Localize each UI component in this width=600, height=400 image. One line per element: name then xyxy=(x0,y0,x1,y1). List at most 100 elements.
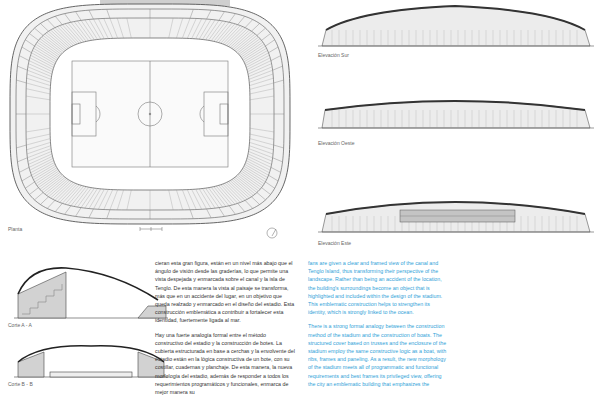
drawing-caption: Corte A - A xyxy=(8,322,32,328)
seat-row xyxy=(239,174,260,190)
seat-row xyxy=(38,40,60,55)
drawing-caption: Planta xyxy=(8,226,22,232)
roof-rib xyxy=(274,80,284,83)
seat-row xyxy=(85,189,98,209)
seat-row xyxy=(250,128,274,132)
section-b xyxy=(14,346,168,377)
roof-rib xyxy=(219,12,225,21)
roof-rib xyxy=(190,210,193,219)
facade-rib xyxy=(346,110,347,128)
facade-rib xyxy=(374,30,375,46)
plan-ring xyxy=(50,38,250,190)
seat-row xyxy=(71,187,86,206)
drawing-caption: Elevación Sur xyxy=(318,52,349,58)
roof-rib xyxy=(269,47,279,53)
roof-rib xyxy=(262,33,271,40)
facade-rib xyxy=(360,110,361,128)
seat-row xyxy=(169,18,173,38)
seat-row xyxy=(30,158,53,170)
facade-rib xyxy=(388,216,389,232)
roof-rib xyxy=(47,200,55,208)
facade-rib xyxy=(535,110,536,128)
roof-rib xyxy=(17,66,27,70)
roof-rib xyxy=(265,40,274,46)
facade-rib xyxy=(395,30,396,46)
facade-rib xyxy=(465,110,466,128)
roof-rib xyxy=(274,145,284,148)
body-text-spanish: Hay una fuerte analogía formal entre el … xyxy=(155,331,295,397)
facade-rib xyxy=(556,110,557,128)
roof-rib xyxy=(257,193,266,200)
drawing-caption: Elevación Este xyxy=(318,240,351,246)
seat-row xyxy=(176,190,182,210)
roof-rib xyxy=(150,210,151,219)
facade-rib xyxy=(486,30,487,46)
facade-rib xyxy=(444,30,445,46)
seat-row xyxy=(176,18,182,38)
seat-row xyxy=(169,190,173,210)
facade-rib xyxy=(577,30,578,46)
seat-row xyxy=(235,177,255,194)
seat-row xyxy=(187,18,196,38)
facade-rib xyxy=(542,30,543,46)
roof-rib xyxy=(29,188,38,195)
plan-ring xyxy=(16,9,284,219)
facade-rib xyxy=(486,110,487,128)
roof-rib xyxy=(76,12,82,21)
facade-rib xyxy=(535,30,536,46)
facade-rib xyxy=(472,30,473,46)
facade-rib xyxy=(521,30,522,46)
seat-row xyxy=(250,142,274,149)
seat-row xyxy=(98,19,108,39)
seat-row xyxy=(74,187,89,206)
facade-rib xyxy=(430,30,431,46)
roof-rib xyxy=(257,28,266,35)
seat-row xyxy=(250,114,274,115)
seat-row xyxy=(203,20,216,40)
roof-rib xyxy=(273,66,283,70)
facade-rib xyxy=(528,30,529,46)
seat-row xyxy=(41,37,62,53)
roof-rib xyxy=(262,188,271,195)
seat-row xyxy=(45,34,65,51)
roof-rib xyxy=(229,206,235,215)
seat-row xyxy=(196,189,207,209)
facade-rib xyxy=(395,216,396,232)
seat-row xyxy=(31,53,54,66)
roof-rib xyxy=(19,56,29,61)
seat-row xyxy=(31,162,54,175)
roof-rib xyxy=(17,158,27,162)
seat-row xyxy=(249,146,273,154)
facade-rib xyxy=(409,110,410,128)
seat-row xyxy=(244,48,267,62)
seat-row xyxy=(93,19,104,39)
facade-rib xyxy=(346,30,347,46)
seat-row xyxy=(240,172,262,187)
seat-row xyxy=(45,177,65,194)
facade-rib xyxy=(500,110,501,128)
seat-row xyxy=(27,78,51,85)
section-a xyxy=(14,268,168,318)
drawing-caption: Elevación Oeste xyxy=(318,140,354,146)
roof-rib xyxy=(16,114,26,115)
facade-rib xyxy=(423,110,424,128)
seat-row xyxy=(104,18,113,38)
facade-rib xyxy=(367,110,368,128)
seat-row xyxy=(26,96,50,100)
roof-rib xyxy=(207,209,212,218)
roof-rib xyxy=(238,16,245,24)
seat-row xyxy=(150,190,151,210)
seat-row xyxy=(219,185,235,204)
seat-row xyxy=(77,188,91,207)
facade-rib xyxy=(458,110,459,128)
facade-rib xyxy=(556,216,557,232)
roof-rib xyxy=(89,10,94,19)
facade-rib xyxy=(423,30,424,46)
seat-row xyxy=(214,187,229,206)
seat-row xyxy=(47,178,67,195)
facade-rib xyxy=(346,216,347,232)
roof-rib xyxy=(150,9,151,18)
body-text-english: fans are given a clear and framed view o… xyxy=(308,259,448,316)
facade-rib xyxy=(479,110,480,128)
seat-row xyxy=(206,20,219,40)
